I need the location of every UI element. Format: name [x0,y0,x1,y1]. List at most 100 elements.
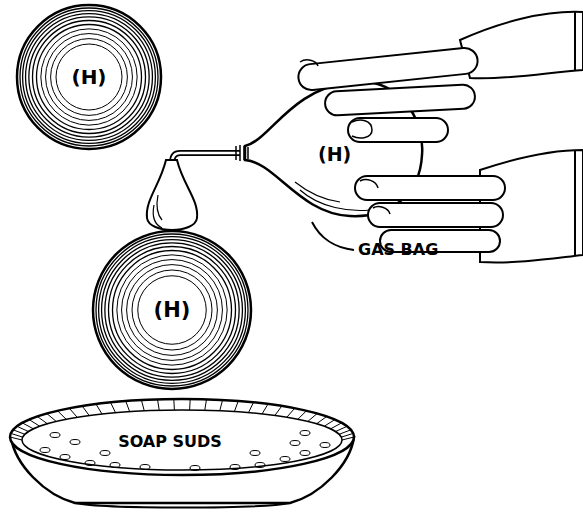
rim-tick [324,420,335,427]
rim-tick [234,401,238,412]
suds-bubble [300,431,310,436]
rim-tick [331,423,342,429]
suds-bubble [280,457,290,462]
bubble-ring [105,243,239,377]
bubble-ring [113,251,232,370]
dish-foot [75,503,290,508]
suds-bubble [140,465,150,470]
bubble-ring [99,237,246,384]
gas-bag-body [245,81,422,216]
rim-tick [220,400,223,411]
node-text: (H) [318,143,351,165]
rim-tick [58,411,67,420]
bubble-ring [33,21,146,134]
suds-bubble [60,455,70,460]
suds-bubble [255,463,265,468]
bubble-ring [109,247,236,374]
bubble-ring [23,11,156,144]
rim-tick [342,437,354,440]
bubble-ring [132,270,212,350]
suds-bubble [110,463,120,468]
part-label: GAS BAG [358,240,438,259]
finger [368,203,503,227]
node-text: (H) [71,65,106,89]
rim-tick [339,430,351,435]
rim-tick [11,433,23,437]
thumb-nail [352,120,372,138]
nozzle-shading [153,195,162,228]
rim-tick [29,420,40,427]
bubble-ring [127,265,218,356]
bubble-ring [122,260,223,361]
bag-shading [295,182,370,210]
hand-back [460,12,583,79]
rim-tick [308,414,317,422]
bubble-ring [138,276,207,345]
bubble-ring [96,234,248,386]
rim-tick [262,404,268,414]
rim-tick [17,426,29,431]
dish-rim [10,399,354,475]
rim-tick [22,423,33,429]
bubble-rim [93,231,251,389]
suds-bubble [40,448,50,453]
thumb [348,118,448,142]
rim-tick [298,411,307,420]
bubble-ring [56,44,122,110]
rim-tick [173,399,175,410]
dish-outline [5,395,360,510]
suds-bubble [190,466,200,471]
bubble: (H) [16,4,162,150]
bubble-ring [41,29,137,125]
rim-tick [341,433,353,437]
rim-tick [275,406,282,416]
rim-tick [96,404,102,414]
bubble-ring [20,8,158,146]
rim-tick [111,402,116,412]
rim-tick [141,400,144,411]
bubble-ring [51,39,128,116]
rim-tick [13,430,25,435]
rim-tick [205,399,207,410]
suds-bubble [250,451,260,456]
rim-tick [287,408,295,417]
rim-tick [47,414,56,422]
rim-tick [10,437,22,440]
bubble-ring [29,17,149,137]
suds-bubble [50,433,60,438]
rim-tick [126,401,130,412]
rim-tick [82,406,89,416]
dish-inner-rim [22,410,342,470]
suds-bubble [230,465,240,470]
rim-tick [189,399,191,410]
nozzle-bulb [147,160,197,230]
suds-bubble [300,451,310,456]
rim-tick [158,399,160,410]
suds-bubble [70,440,80,445]
soap-dish: SOAP SUDS [5,395,360,510]
bubble: (H) [92,230,252,390]
rim-tick [37,416,47,423]
bubble-ring [37,25,142,130]
suds-bubble [100,451,110,456]
bubble-ring [102,240,243,381]
node-text: (H) [154,298,191,322]
cuff-line [574,12,576,255]
bubble-rim [17,5,161,149]
rim-tick [336,426,348,431]
rim-tick [69,408,77,417]
suds-bubble [290,441,300,446]
suds-bubble [85,461,95,466]
bubble-ring [46,34,133,121]
rim-tick [317,416,327,423]
bubble-ring [117,255,227,365]
bubble-ring [26,14,153,141]
leader-line [312,222,354,250]
finger-nail [300,60,318,66]
suds-bubble [320,443,330,448]
node-text: SOAP SUDS [118,432,222,451]
